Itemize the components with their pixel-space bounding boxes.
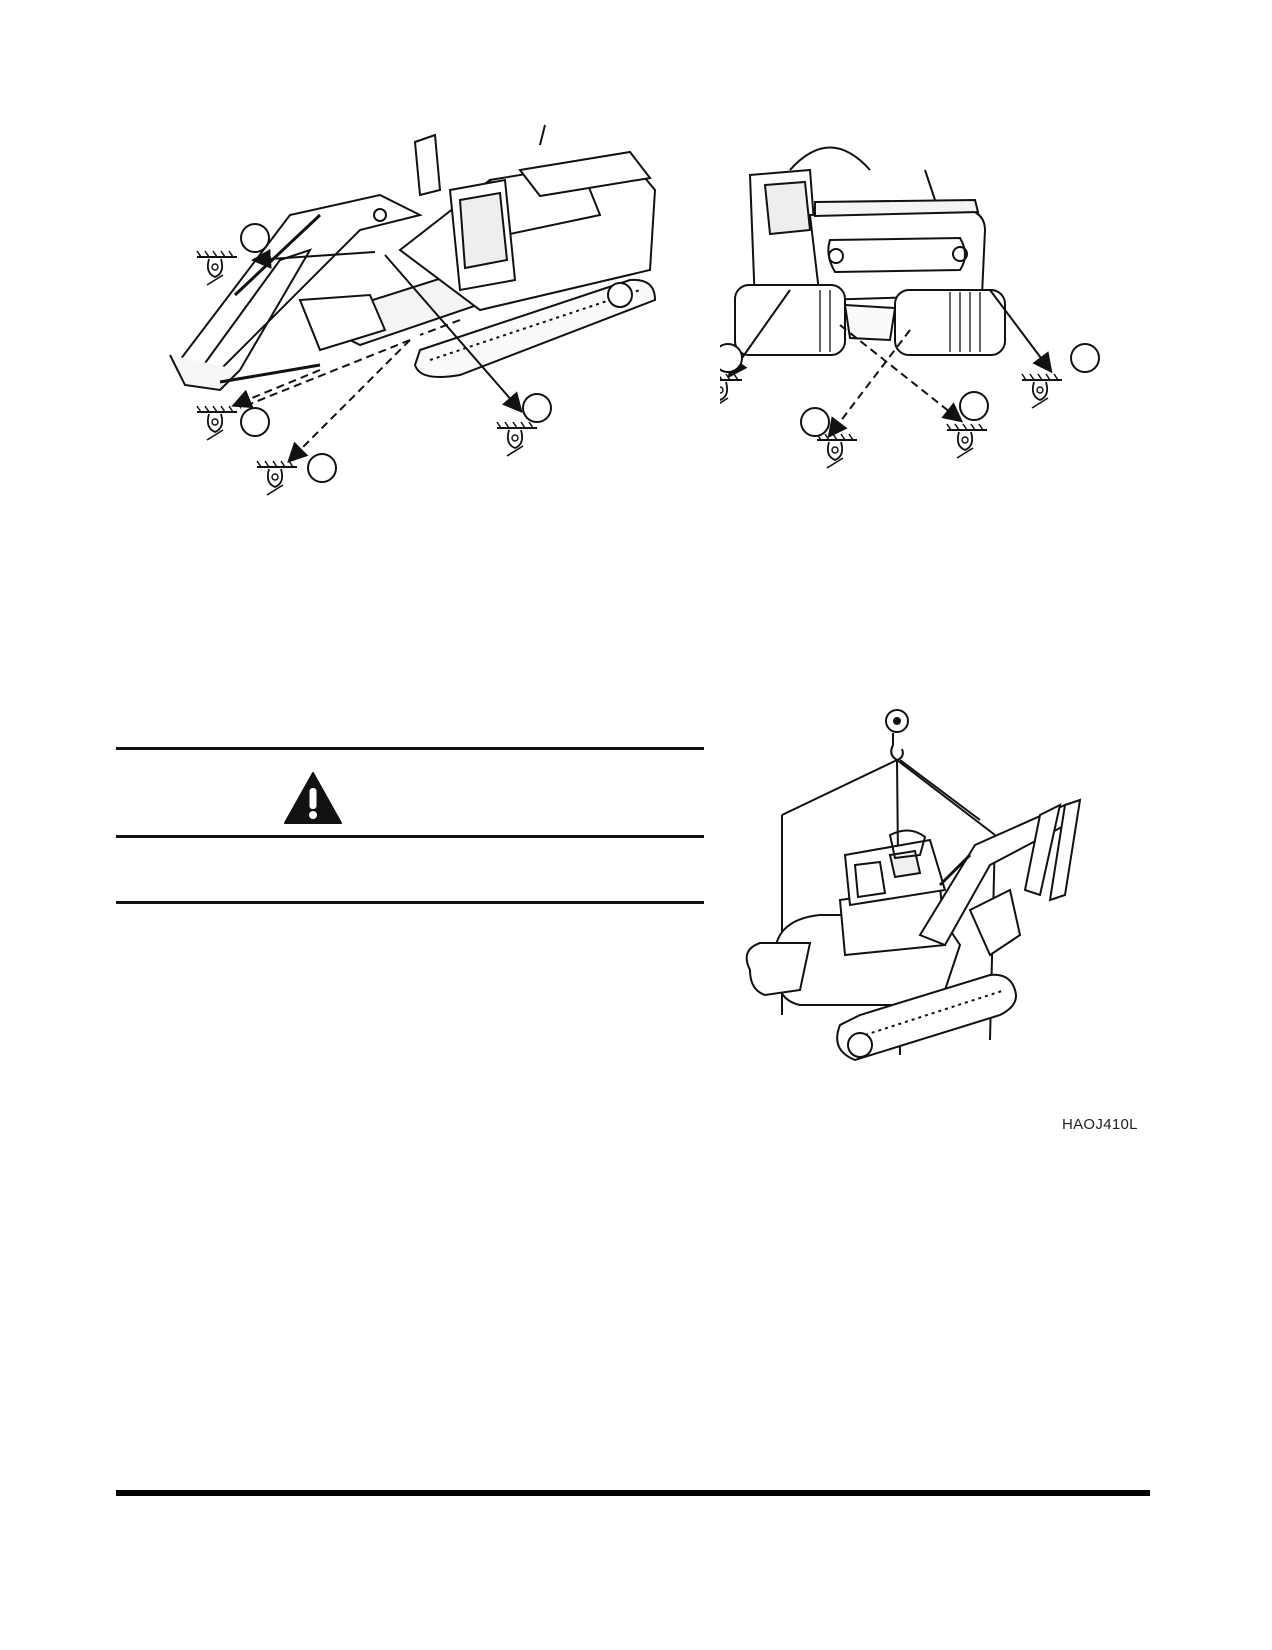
warning-middle-rule <box>116 835 704 838</box>
excavator-lifting-figure <box>745 709 1082 1062</box>
footer-rule <box>116 1490 1150 1496</box>
warning-top-rule <box>116 747 704 750</box>
figure-code-label: HAOJ410L <box>1062 1116 1138 1133</box>
excavator-front-tiedown-figure <box>169 124 657 496</box>
warning-bottom-rule <box>116 901 704 904</box>
warning-triangle-icon <box>284 772 342 824</box>
excavator-rear-tiedown-figure <box>720 146 1100 469</box>
